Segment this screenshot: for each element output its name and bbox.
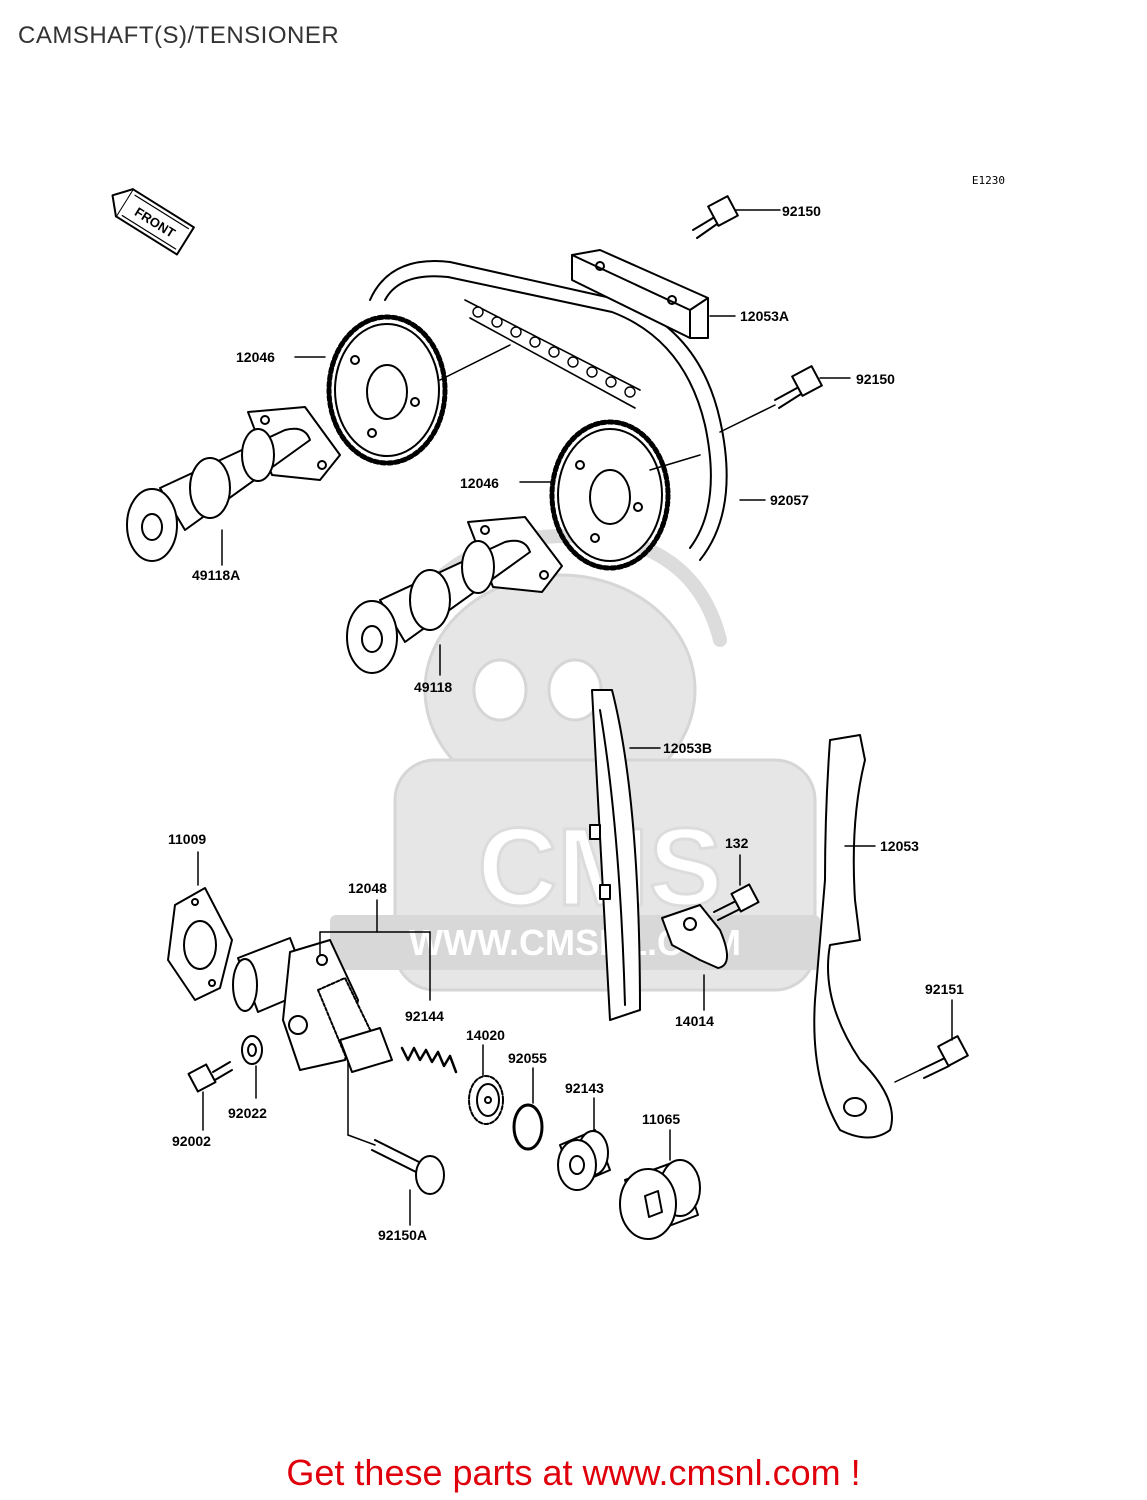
part-label: 92057	[770, 492, 809, 508]
washer-92022	[241, 1035, 263, 1065]
part-label: 49118	[414, 679, 452, 695]
leader-lines	[197, 209, 953, 1226]
part-label: 12053B	[663, 740, 712, 756]
cta-link[interactable]: Get these parts at www.cmsnl.com !	[286, 1452, 861, 1493]
cap-11065	[619, 1159, 701, 1240]
part-label: 132	[725, 835, 749, 851]
tensioner-12048	[232, 937, 393, 1073]
cam-chain	[369, 260, 728, 561]
part-label: 92150	[782, 203, 821, 219]
plate-14014	[661, 904, 728, 969]
front-arrow-icon: FRONT	[111, 188, 195, 256]
diagram-code: E1230	[972, 174, 1005, 187]
sprocket-lower	[549, 419, 671, 571]
bolt-92150a	[371, 1139, 445, 1195]
part-label: 49118A	[192, 567, 240, 583]
part-label: 12046	[460, 475, 499, 491]
part-labels: 92150 12053A 12046 92150 12046 92057 491…	[168, 203, 964, 1243]
spring-92144	[400, 1046, 458, 1074]
part-label: 92055	[508, 1050, 547, 1066]
part-label: 12053A	[740, 308, 789, 324]
part-label: 11065	[642, 1111, 680, 1127]
chain-guide-12053	[813, 734, 893, 1139]
bolt-92150-top	[692, 195, 739, 239]
page-title: CAMSHAFT(S)/TENSIONER	[18, 22, 340, 49]
part-label: 92151	[925, 981, 964, 997]
oring-92055	[512, 1103, 544, 1151]
part-label: 92022	[228, 1105, 267, 1121]
sprocket-upper	[326, 314, 448, 466]
part-label: 92144	[405, 1008, 444, 1024]
bolt-132	[713, 883, 760, 921]
part-label: 14020	[466, 1027, 505, 1043]
part-label: 11009	[168, 831, 206, 847]
nut-14020	[468, 1075, 504, 1125]
chain-guide-12053a	[571, 249, 709, 339]
bolt-92002	[187, 1061, 233, 1093]
part-label: 92150	[856, 371, 895, 387]
camshaft-49118a	[126, 406, 341, 562]
part-label: 12048	[348, 880, 387, 896]
part-label: 92002	[172, 1133, 211, 1149]
chain-guide-12053b	[589, 689, 641, 1021]
bolt-92151	[919, 1035, 969, 1079]
bolt-92150-mid	[774, 365, 823, 409]
part-label: 92143	[565, 1080, 604, 1096]
part-label: 92150A	[378, 1227, 427, 1243]
part-label: 14014	[675, 1013, 714, 1029]
part-label: 12053	[880, 838, 919, 854]
part-label: 12046	[236, 349, 275, 365]
gasket-11009	[167, 887, 233, 1001]
camshaft-49118	[346, 516, 563, 674]
collar-92143	[557, 1129, 611, 1191]
